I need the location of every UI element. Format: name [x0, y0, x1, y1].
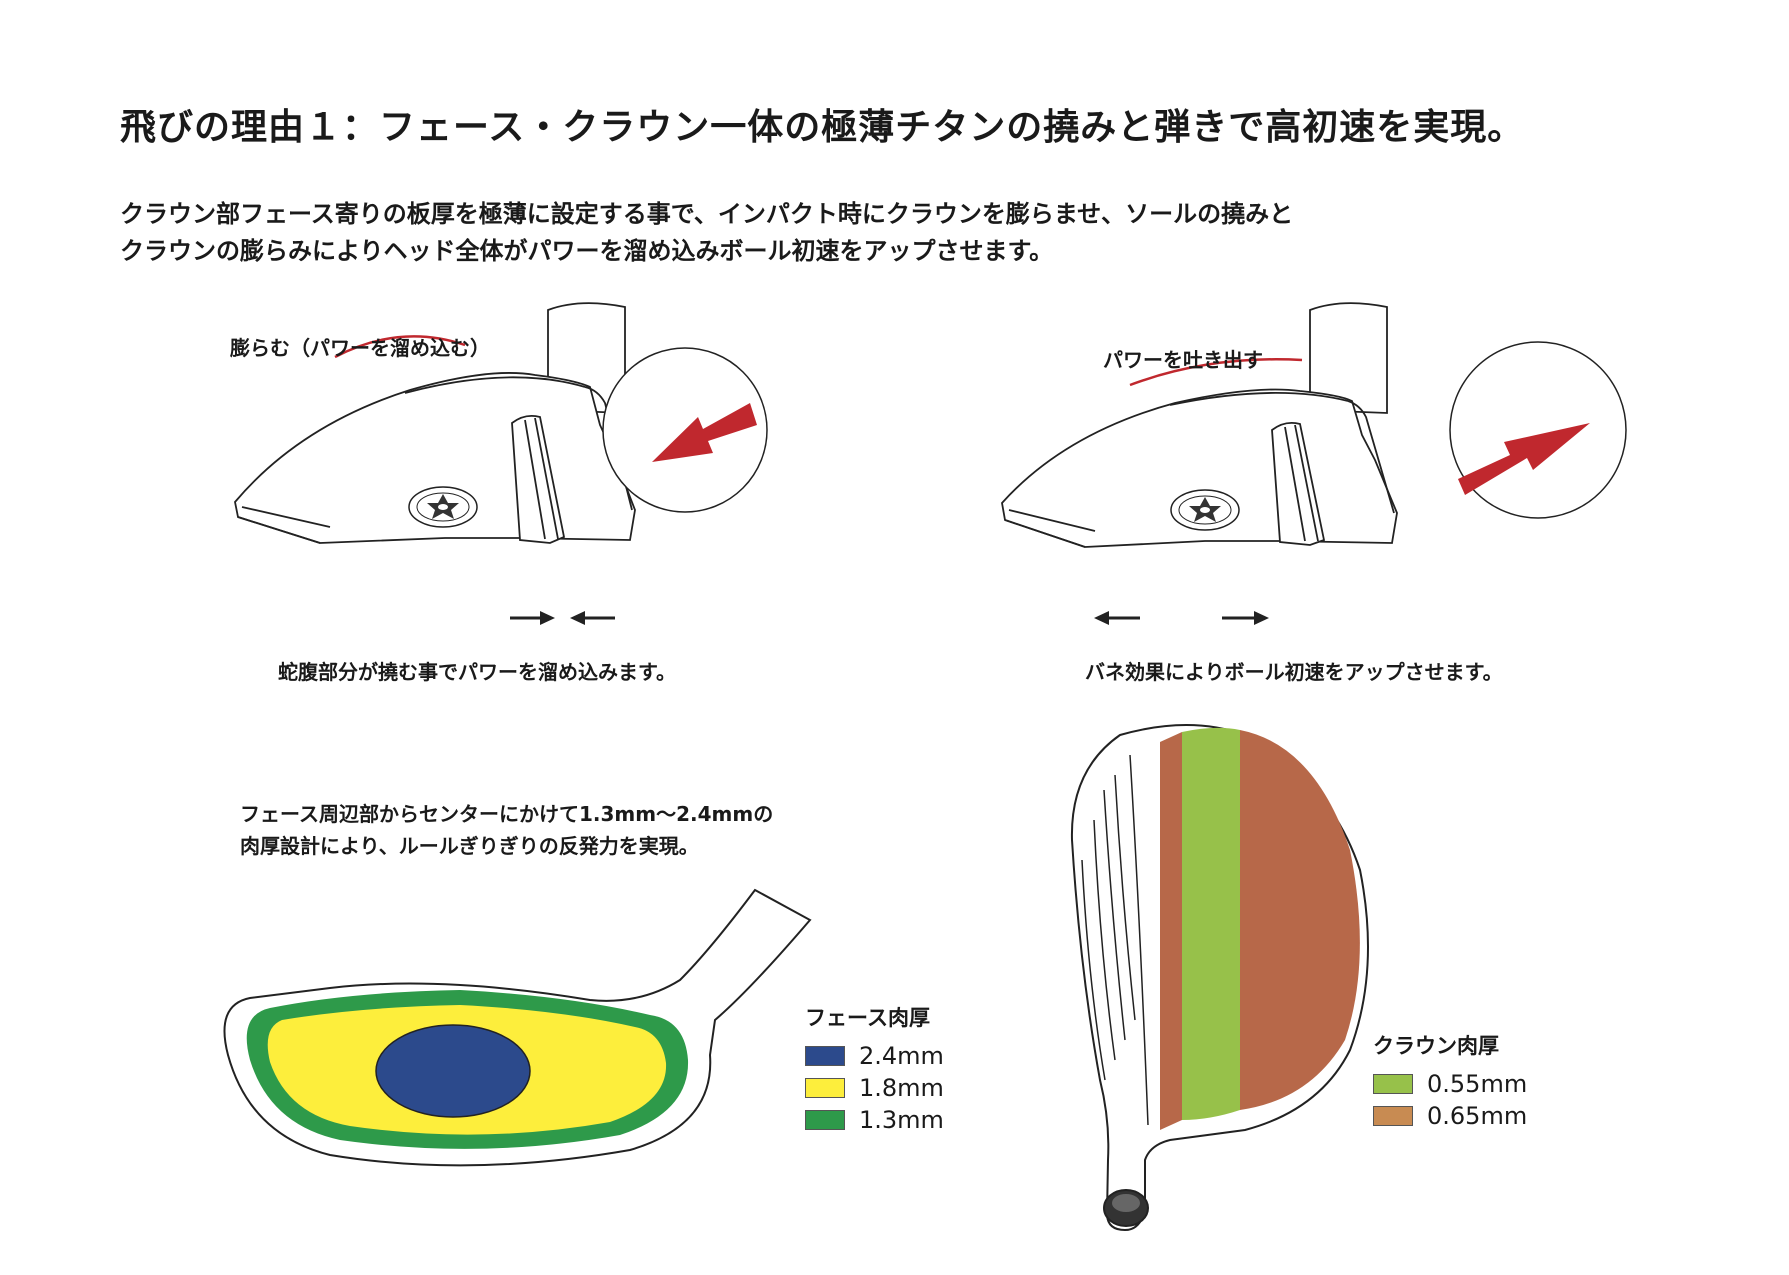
legend-swatch — [805, 1110, 845, 1130]
crown-zone-0-55mm — [1182, 727, 1240, 1120]
face-legend: フェース肉厚 2.4mm 1.8mm 1.3mm — [805, 1002, 944, 1136]
crown-legend: クラウン肉厚 0.55mm 0.65mm — [1373, 1030, 1527, 1132]
face-thickness-illustration — [223, 888, 812, 1167]
star-emblem-icon — [408, 486, 478, 528]
left-bottom-caption: 蛇腹部分が撓む事でパワーを溜め込みます。 — [278, 660, 676, 684]
arrow-out-icon — [1458, 423, 1590, 495]
crown-legend-title: クラウン肉厚 — [1373, 1034, 1499, 1058]
zoom-circle — [1449, 341, 1627, 519]
release-arc — [1129, 358, 1303, 387]
crown-thickness-illustration — [1070, 724, 1369, 1232]
compress-arrows-icon — [510, 611, 615, 625]
legend-label: 1.3mm — [859, 1106, 944, 1134]
arrow-into-icon — [652, 403, 757, 462]
crown-legend-row: 0.55mm — [1373, 1068, 1527, 1100]
face-legend-row: 2.4mm — [805, 1040, 944, 1072]
right-top-label: パワーを吐き出す — [1103, 348, 1263, 372]
bellows — [511, 414, 566, 544]
face-legend-row: 1.3mm — [805, 1104, 944, 1136]
face-zone-2-4mm — [375, 1024, 531, 1118]
face-note-line-2: 肉厚設計により、ルールぎりぎりの反発力を実現。 — [240, 834, 699, 858]
legend-swatch — [1373, 1074, 1413, 1094]
face-note: フェース周辺部からセンターにかけて1.3mm〜2.4mmの 肉厚設計により、ルー… — [240, 798, 773, 862]
legend-label: 0.55mm — [1427, 1070, 1528, 1098]
legend-label: 1.8mm — [859, 1074, 944, 1102]
hosel — [1309, 302, 1388, 414]
face-note-line-1: フェース周辺部からセンターにかけて1.3mm〜2.4mmの — [240, 802, 774, 826]
crown-legend-row: 0.65mm — [1373, 1100, 1527, 1132]
legend-swatch — [1373, 1106, 1413, 1126]
bellows — [1271, 421, 1326, 546]
intro-line-2: クラウンの膨らみによりヘッド全体がパワーを溜め込みボール初速をアップさせます。 — [120, 237, 1054, 265]
legend-swatch — [805, 1078, 845, 1098]
right-head-illustration — [1001, 302, 1627, 625]
crown-zone-0-65mm-left — [1160, 732, 1182, 1130]
face-legend-title: フェース肉厚 — [805, 1006, 930, 1030]
left-top-label: 膨らむ（パワーを溜め込む） — [230, 336, 490, 360]
legend-swatch — [805, 1046, 845, 1066]
expand-arrows-icon — [1094, 611, 1269, 625]
star-emblem-icon — [1170, 489, 1240, 531]
page-title: 飛びの理由１：フェース・クラウン一体の極薄チタンの撓みと弾きで高初速を実現。 — [120, 107, 1525, 148]
right-bottom-caption: バネ効果によりボール初速をアップさせます。 — [1085, 660, 1503, 684]
legend-label: 2.4mm — [859, 1042, 944, 1070]
legend-label: 0.65mm — [1427, 1102, 1528, 1130]
swell-arc — [334, 335, 466, 359]
crown-zone-0-65mm-right — [1240, 730, 1360, 1110]
intro-text: クラウン部フェース寄りの板厚を極薄に設定する事で、インパクト時にクラウンを膨らま… — [120, 196, 1293, 270]
intro-line-1: クラウン部フェース寄りの板厚を極薄に設定する事で、インパクト時にクラウンを膨らま… — [120, 200, 1294, 228]
face-legend-row: 1.8mm — [805, 1072, 944, 1104]
left-head-illustration — [234, 302, 768, 625]
face-grooves — [1081, 754, 1149, 1126]
